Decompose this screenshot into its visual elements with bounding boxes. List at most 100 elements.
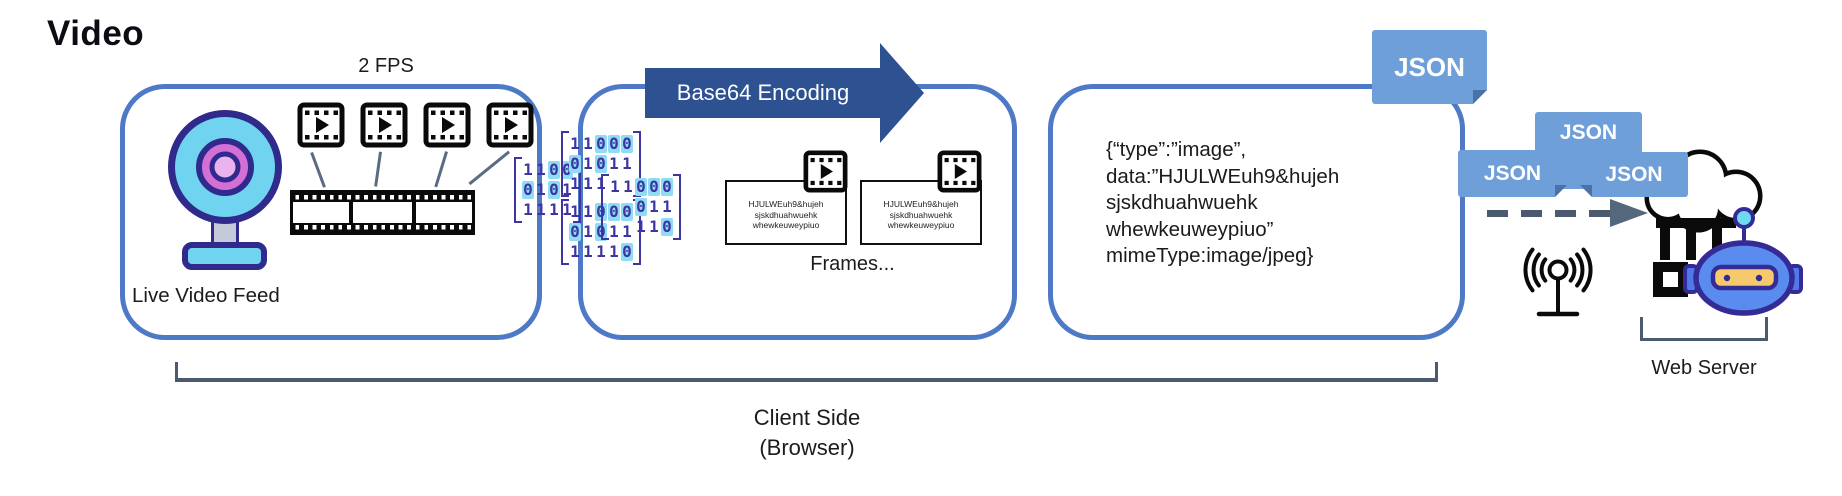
json-badge-label: JSON	[1605, 162, 1663, 186]
binary-digit: 1	[570, 134, 580, 153]
base64-encoding-arrow: Base64 Encoding	[645, 68, 881, 118]
base64-text-line: sjskdhuahwuehk	[754, 209, 818, 220]
robot-visor	[1710, 264, 1779, 291]
json-badge: JSON	[1372, 30, 1487, 104]
binary-digit: 1	[583, 134, 593, 153]
binary-digit: 1	[596, 242, 606, 261]
json-payload-line: mimeType:image/jpeg}	[1106, 244, 1314, 267]
binary-digit: 1	[536, 160, 546, 179]
binary-digit: 1	[649, 197, 659, 216]
binary-digit: 1	[570, 174, 580, 193]
binary-digit: 0	[635, 197, 647, 216]
binary-digit: 1	[583, 242, 593, 261]
binary-digit: 1	[536, 180, 546, 199]
base64-text-line: sjskdhuahwuehk	[889, 209, 953, 220]
badge-fold-corner	[1473, 90, 1487, 104]
binary-digit: 1	[636, 217, 646, 236]
client-side-caption: Client Side (Browser)	[657, 403, 957, 463]
binary-digit: 0	[548, 160, 560, 179]
binary-digit: 0	[569, 222, 581, 241]
binary-digit: 0	[621, 202, 633, 221]
binary-digit: 1	[562, 180, 572, 199]
binary-digit: 1	[583, 154, 593, 173]
binary-digit: 1	[523, 200, 533, 219]
transfer-arrow-head-icon	[1610, 199, 1648, 227]
film-frame-icon	[935, 150, 984, 193]
badge-fold-corner	[1580, 185, 1592, 197]
robot-icon	[1683, 207, 1803, 316]
film-frame-icon-svg	[297, 102, 345, 148]
base64-text-line: whewkeuweypiuo	[887, 220, 955, 230]
json-badge: JSON	[1458, 150, 1567, 197]
binary-digit: 1	[622, 154, 632, 173]
binary-digit: 0	[648, 177, 660, 196]
binary-digit: 1	[583, 222, 593, 241]
json-payload-line: data:”HJULWEuh9&hujeh	[1106, 164, 1340, 188]
network-prongs	[1656, 218, 1736, 260]
network-node-square	[1653, 262, 1688, 297]
json-payload-line: whewkeuweypiuo”	[1106, 217, 1274, 241]
film-perforations	[293, 193, 472, 202]
json-badge-label: JSON	[1394, 51, 1465, 82]
film-frame-icon-svg	[937, 150, 982, 193]
binary-digit: 1	[596, 174, 606, 193]
client-side-line1: Client Side	[753, 405, 861, 430]
binary-digit: 0	[548, 180, 560, 199]
binary-digit: 0	[608, 134, 620, 153]
binary-digit: 1	[583, 202, 593, 221]
film-frame-icon	[360, 102, 408, 148]
binary-digit: 0	[661, 177, 673, 196]
binary-digit: 0	[569, 154, 581, 173]
client-side-bracket	[175, 362, 1438, 382]
binary-digit: 0	[595, 154, 607, 173]
json-payload-text: {“type”:”image”, data:”HJULWEuh9&hujeh sjs…	[1106, 137, 1451, 270]
binary-digit: 0	[595, 134, 607, 153]
base64-text-line: HJULWEuh9&hujeh	[883, 199, 959, 209]
antenna-icon	[1523, 247, 1593, 317]
film-strip-icon	[290, 190, 475, 235]
json-payload-line: sjskdhuahwuehk	[1106, 191, 1258, 214]
fps-label: 2 FPS	[358, 55, 414, 77]
film-frame-icon	[801, 150, 850, 193]
dashed-transfer-line	[1487, 210, 1610, 217]
binary-digit: 0	[608, 202, 620, 221]
film-frame-icon-svg	[803, 150, 848, 193]
base64-arrow-head-icon	[880, 43, 924, 143]
film-frame-icon	[486, 102, 534, 148]
json-badge: JSON	[1580, 152, 1688, 197]
binary-digit: 0	[621, 242, 633, 261]
binary-digit: 1	[609, 222, 619, 241]
badge-fold-corner	[1555, 185, 1567, 197]
binary-digit: 0	[635, 177, 647, 196]
web-server-label: Web Server	[1651, 357, 1757, 379]
binary-digit: 1	[549, 200, 559, 219]
webcam-base	[182, 242, 267, 270]
binary-digit: 0	[661, 217, 673, 236]
binary-digit: 1	[536, 200, 546, 219]
base64-encoding-label: Base64 Encoding	[676, 80, 850, 105]
robot-eye	[1755, 274, 1763, 282]
binary-digit: 1	[610, 177, 620, 196]
binary-digit: 1	[523, 160, 533, 179]
film-frame-icon-svg	[486, 102, 534, 148]
binary-digit: 1	[622, 222, 632, 241]
web-server-bracket	[1640, 317, 1768, 341]
robot-eye	[1723, 274, 1731, 282]
film-strip-divider	[412, 201, 416, 224]
binary-digit: 1	[609, 242, 619, 261]
json-badge-label: JSON	[1483, 161, 1542, 185]
webcam-icon	[168, 110, 282, 224]
base64-text-line: whewkeuweypiuo	[752, 220, 820, 230]
webcam-lens	[209, 151, 241, 183]
json-payload-line: {“type”:”image”,	[1106, 138, 1247, 161]
film-frame-icon	[423, 102, 471, 148]
binary-digit: 1	[609, 154, 619, 173]
binary-digit: 1	[623, 177, 633, 196]
live-video-feed-label: Live Video Feed	[132, 284, 280, 307]
